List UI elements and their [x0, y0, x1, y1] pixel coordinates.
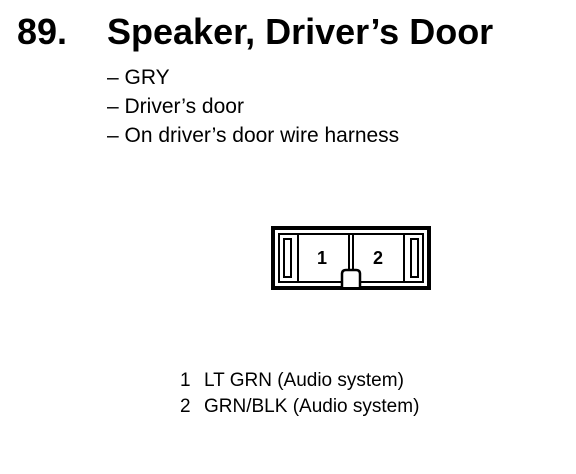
section-title: Speaker, Driver’s Door	[107, 11, 494, 52]
connector-right-latch	[410, 238, 419, 278]
pin-description: LT GRN (Audio system)	[204, 370, 404, 391]
pin-row: 1 LT GRN (Audio system)	[180, 368, 419, 394]
pin-number: 2	[180, 396, 191, 417]
connector-harness-item: – On driver’s door wire harness	[107, 124, 400, 147]
pin-row: 2 GRN/BLK (Audio system)	[180, 394, 419, 420]
terminal-label-1: 1	[317, 248, 327, 268]
connector-outer-shell	[271, 226, 431, 290]
terminal-cavity-2	[352, 233, 405, 283]
terminal-cavity-1	[297, 233, 350, 283]
pin-number: 1	[180, 370, 191, 391]
terminal-label-2: 2	[373, 248, 383, 268]
section-number: 89.	[17, 11, 68, 52]
connector-color-item: – GRY	[107, 66, 170, 89]
section-heading: 89. Speaker, Driver’s Door	[0, 10, 576, 60]
connector-diagram: 1 2	[271, 226, 431, 290]
pin-description: GRN/BLK (Audio system)	[204, 396, 420, 417]
connector-lock-notch	[340, 268, 362, 287]
pin-assignment-list: 1 LT GRN (Audio system) 2 GRN/BLK (Audio s…	[180, 368, 419, 420]
connector-location-item: – Driver’s door	[107, 95, 244, 118]
connector-left-latch	[283, 238, 292, 278]
connector-details-list: – GRY – Driver’s door – On driver’s door…	[107, 63, 399, 150]
